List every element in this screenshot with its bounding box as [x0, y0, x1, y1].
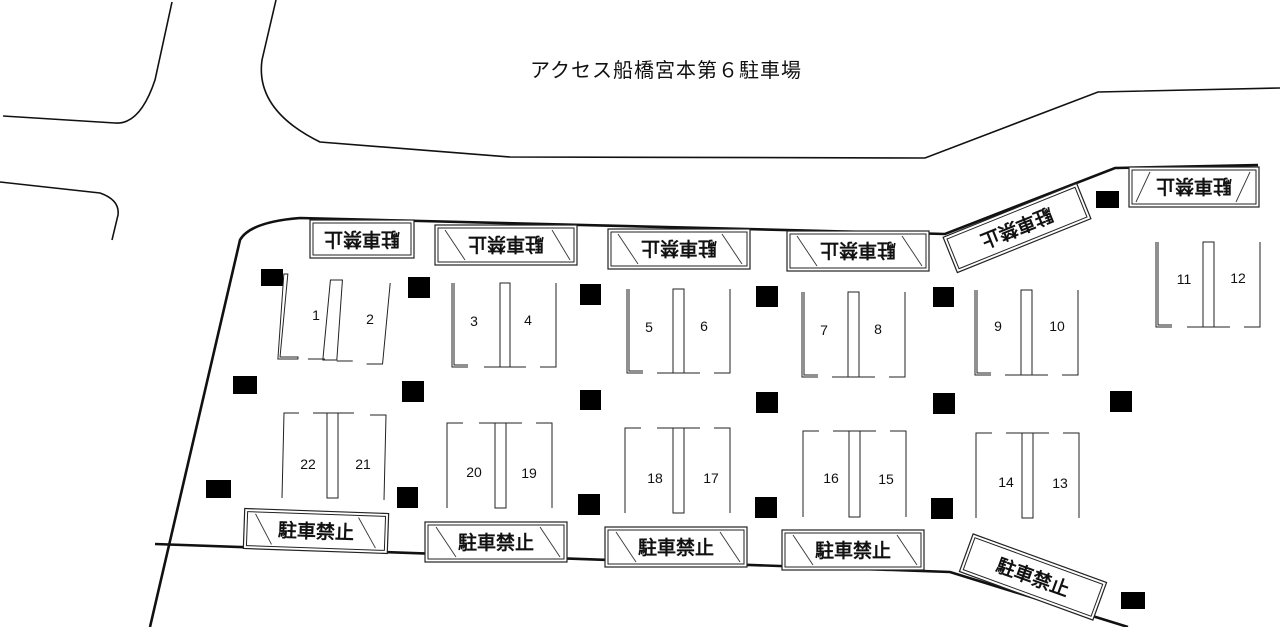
no-parking-sign-top-2: 駐車禁止 — [434, 224, 578, 266]
space-6: 6 — [700, 318, 708, 334]
bay-pair-16-15 — [802, 430, 907, 518]
road-outlines — [0, 0, 1280, 241]
svg-text:駐車禁止: 駐車禁止 — [468, 233, 544, 256]
parking-lot-title: アクセス船橋宮本第６駐車場 — [530, 58, 802, 82]
space-5: 5 — [645, 319, 653, 335]
bay-pair-3-4 — [451, 282, 557, 368]
no-parking-sign-bottom-4: 駐車禁止 — [781, 529, 925, 571]
bay-pair-18-17 — [624, 427, 731, 514]
space-1: 1 — [312, 307, 320, 323]
svg-text:駐車禁止: 駐車禁止 — [815, 539, 891, 562]
bay-pair-14-13 — [975, 432, 1080, 519]
space-16: 16 — [823, 470, 839, 486]
space-4: 4 — [524, 312, 532, 328]
svg-text:駐車禁止: 駐車禁止 — [324, 228, 400, 251]
space-21: 21 — [355, 456, 371, 472]
space-3: 3 — [470, 313, 478, 329]
bay-pair-11-12 — [1155, 241, 1261, 328]
svg-text:駐車禁止: 駐車禁止 — [641, 237, 717, 260]
bay-pair-5-6 — [626, 288, 731, 374]
space-18: 18 — [647, 470, 663, 486]
space-12: 12 — [1230, 270, 1246, 286]
no-parking-sign-bottom-1: 駐車禁止 — [242, 507, 390, 555]
svg-text:駐車禁止: 駐車禁止 — [458, 531, 534, 554]
no-parking-sign-top-6: 駐車禁止 — [1128, 166, 1260, 208]
bay-pair-22-21 — [281, 412, 387, 501]
space-10: 10 — [1049, 318, 1065, 334]
no-parking-sign-top-1: 駐車禁止 — [309, 219, 415, 259]
svg-text:駐車禁止: 駐車禁止 — [820, 239, 896, 262]
bay-pair-9-10 — [974, 289, 1079, 376]
no-parking-sign-bottom-3: 駐車禁止 — [604, 526, 748, 568]
space-11: 11 — [1177, 271, 1192, 287]
space-14: 14 — [998, 474, 1014, 490]
space-8: 8 — [874, 321, 882, 337]
space-17: 17 — [703, 470, 719, 486]
svg-text:駐車禁止: 駐車禁止 — [278, 519, 355, 545]
no-parking-sign-top-3: 駐車禁止 — [607, 228, 751, 270]
space-20: 20 — [466, 464, 482, 480]
no-parking-sign-bottom-5: 駐車禁止 — [958, 533, 1108, 621]
space-9: 9 — [994, 318, 1002, 334]
space-numbers: 1 2 3 4 5 6 7 8 9 10 11 12 13 14 15 16 1… — [300, 270, 1246, 491]
bay-pair-20-19 — [446, 422, 553, 509]
no-parking-sign-top-5: 駐車禁止 — [942, 182, 1092, 274]
svg-text:駐車禁止: 駐車禁止 — [1156, 175, 1232, 198]
space-13: 13 — [1052, 475, 1068, 491]
no-parking-sign-top-4: 駐車禁止 — [786, 230, 930, 272]
space-19: 19 — [521, 465, 537, 481]
space-7: 7 — [820, 322, 828, 338]
bay-pair-7-8 — [801, 291, 906, 378]
space-2: 2 — [366, 311, 374, 327]
space-15: 15 — [878, 471, 894, 487]
bay-pair-1-2 — [277, 273, 391, 365]
no-parking-sign-bottom-2: 駐車禁止 — [424, 521, 568, 563]
space-22: 22 — [300, 456, 316, 472]
svg-text:駐車禁止: 駐車禁止 — [638, 536, 714, 559]
posts — [206, 191, 1145, 609]
